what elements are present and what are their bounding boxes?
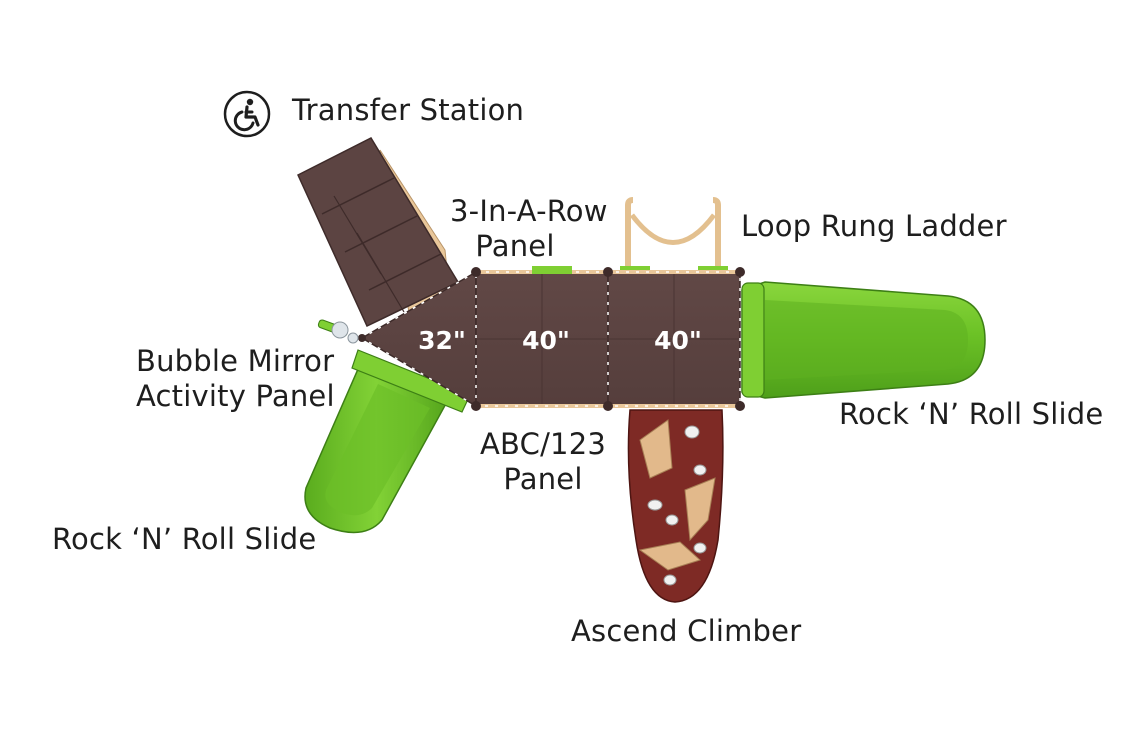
bubble-mirror-panel xyxy=(317,319,359,344)
rock-n-roll-slide-left xyxy=(304,349,471,534)
label-loop-rung-ladder: Loop Rung Ladder xyxy=(741,209,1007,243)
transfer-station xyxy=(297,137,460,328)
three-in-a-row-panel xyxy=(532,266,572,274)
label-abc-panel-line2: Panel xyxy=(503,462,583,496)
label-bubble-mirror-line2: Activity Panel xyxy=(136,379,335,413)
deck-size-2: 40" xyxy=(522,326,570,355)
deck-platforms xyxy=(358,267,745,411)
label-ascend-climber: Ascend Climber xyxy=(571,614,802,648)
loop-rung-ladder xyxy=(620,197,728,274)
ascend-climber xyxy=(627,409,724,603)
label-bubble-mirror-line1: Bubble Mirror xyxy=(136,344,335,378)
wheelchair-icon xyxy=(223,90,271,138)
label-transfer-station: Transfer Station xyxy=(292,93,525,127)
rock-n-roll-slide-right xyxy=(741,281,986,399)
label-rock-n-roll-slide-left: Rock ‘N’ Roll Slide xyxy=(52,522,317,556)
label-three-in-a-row-line2: Panel xyxy=(475,229,555,263)
deck-size-1: 32" xyxy=(418,326,466,355)
label-rock-n-roll-slide-right: Rock ‘N’ Roll Slide xyxy=(839,397,1104,431)
label-three-in-a-row-line1: 3-In-A-Row xyxy=(450,194,608,228)
deck-size-3: 40" xyxy=(654,326,702,355)
label-abc-panel-line1: ABC/123 xyxy=(480,427,606,461)
